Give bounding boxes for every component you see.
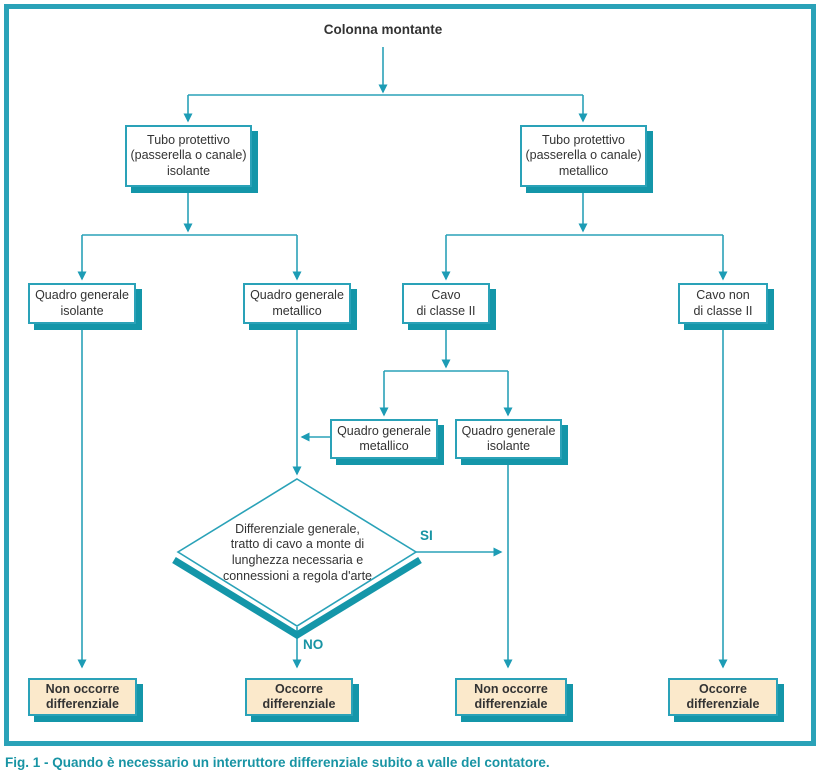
node-outcome-occorre-1: Occorre differenziale — [245, 678, 353, 716]
node-quadro-generale-metallico-r3: Quadro generale metallico — [330, 419, 438, 459]
node-quadro-generale-isolante-r2: Quadro generale isolante — [28, 283, 136, 324]
node-quadro-generale-metallico-r2: Quadro generale metallico — [243, 283, 351, 324]
branch-label-si: SI — [420, 528, 433, 543]
decision-diamond — [176, 478, 418, 627]
node-outcome-non-occorre-2: Non occorre differenziale — [455, 678, 567, 716]
node-cavo-di-classe-2: Cavo di classe II — [402, 283, 490, 324]
node-cavo-non-di-classe-2: Cavo non di classe II — [678, 283, 768, 324]
node-outcome-non-occorre-1: Non occorre differenziale — [28, 678, 137, 716]
node-quadro-generale-isolante-r3: Quadro generale isolante — [455, 419, 562, 459]
node-tubo-protettivo-metallico: Tubo protettivo (passerella o canale) me… — [520, 125, 647, 187]
node-outcome-occorre-2: Occorre differenziale — [668, 678, 778, 716]
branch-label-no: NO — [303, 637, 324, 652]
node-tubo-protettivo-isolante: Tubo protettivo (passerella o canale) is… — [125, 125, 252, 187]
decision-label: Differenziale generale, tratto di cavo a… — [222, 521, 372, 583]
root-label: Colonna montante — [323, 22, 443, 37]
figure-caption: Fig. 1 - Quando è necessario un interrut… — [5, 755, 550, 770]
decision-diamond-shadow — [172, 557, 422, 640]
